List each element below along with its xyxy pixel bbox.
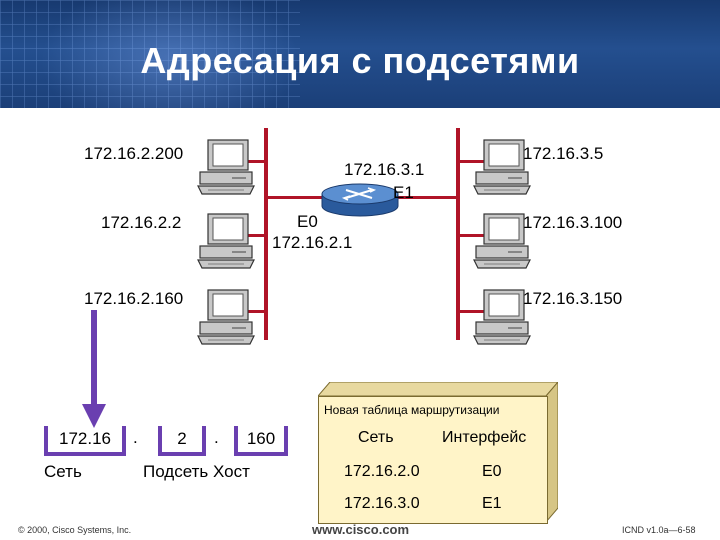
separator-dot-2: . — [214, 428, 219, 447]
subnet-host-part-label: Подсеть Хост — [143, 462, 250, 481]
network-field: 172.16 — [44, 426, 126, 456]
table-row-2-network: 172.16.3.0 — [344, 495, 420, 512]
header-grid — [0, 0, 300, 108]
left-bus — [264, 128, 268, 340]
host-field-value: 160 — [246, 429, 276, 448]
host-label-172-16-2-200: 172.16.2.200 — [84, 144, 184, 163]
slide-title: Адресация с подсетями — [140, 40, 580, 81]
subnet-field-value: 2 — [177, 429, 187, 448]
table-side-face — [546, 382, 558, 522]
routing-table: Новая таблица маршрутизации Сеть Интерфе… — [318, 382, 558, 524]
router-e1-ip: 172.16.3.1 — [344, 160, 425, 179]
footer-url: www.cisco.com — [312, 522, 410, 537]
subnet-field: 2 — [158, 426, 206, 456]
pc-icon — [196, 212, 256, 272]
router-e0-ip: 172.16.2.1 — [272, 233, 353, 252]
table-header-network: Сеть — [358, 429, 394, 446]
table-row-2-interface: E1 — [482, 495, 502, 512]
table-header-interface: Интерфейс — [442, 429, 527, 446]
footer-course-code: ICND v1.0a—6-58 — [622, 525, 696, 535]
left-host-link-3 — [240, 310, 266, 313]
routing-table-title: Новая таблица маршрутизации — [324, 403, 500, 417]
table-front-face — [318, 396, 548, 524]
router-e0-label: E0 — [297, 212, 318, 231]
table-row-1-network: 172.16.2.0 — [344, 463, 420, 480]
right-host-link-2 — [458, 234, 484, 237]
router-e1-label: E1 — [393, 183, 414, 202]
pc-icon — [196, 138, 256, 198]
separator-dot-1: . — [133, 428, 138, 447]
host-label-172-16-3-150: 172.16.3.150 — [523, 289, 623, 308]
host-field: 160 — [234, 426, 288, 456]
header-glow — [40, 0, 300, 108]
table-top-face — [318, 382, 558, 396]
table-row-1-interface: E0 — [482, 463, 502, 480]
slide-header: Адресация с подсетями — [0, 0, 720, 108]
footer-copyright: © 2000, Cisco Systems, Inc. — [18, 525, 132, 535]
host-label-172-16-2-2: 172.16.2.2 — [101, 213, 182, 232]
pc-icon — [196, 288, 256, 348]
left-host-link-1 — [240, 160, 266, 163]
router-icon — [321, 183, 399, 217]
router-link-e0 — [266, 196, 322, 199]
network-part-label: Сеть — [44, 462, 82, 481]
left-host-link-2 — [240, 234, 266, 237]
router-link-e1 — [398, 196, 458, 199]
down-arrow-icon — [82, 310, 106, 428]
right-host-link-3 — [458, 310, 484, 313]
right-host-link-1 — [458, 160, 484, 163]
host-label-172-16-2-160: 172.16.2.160 — [84, 289, 184, 308]
network-field-value: 172.16 — [59, 429, 111, 448]
host-label-172-16-3-100: 172.16.3.100 — [523, 213, 623, 232]
host-label-172-16-3-5: 172.16.3.5 — [523, 144, 604, 163]
